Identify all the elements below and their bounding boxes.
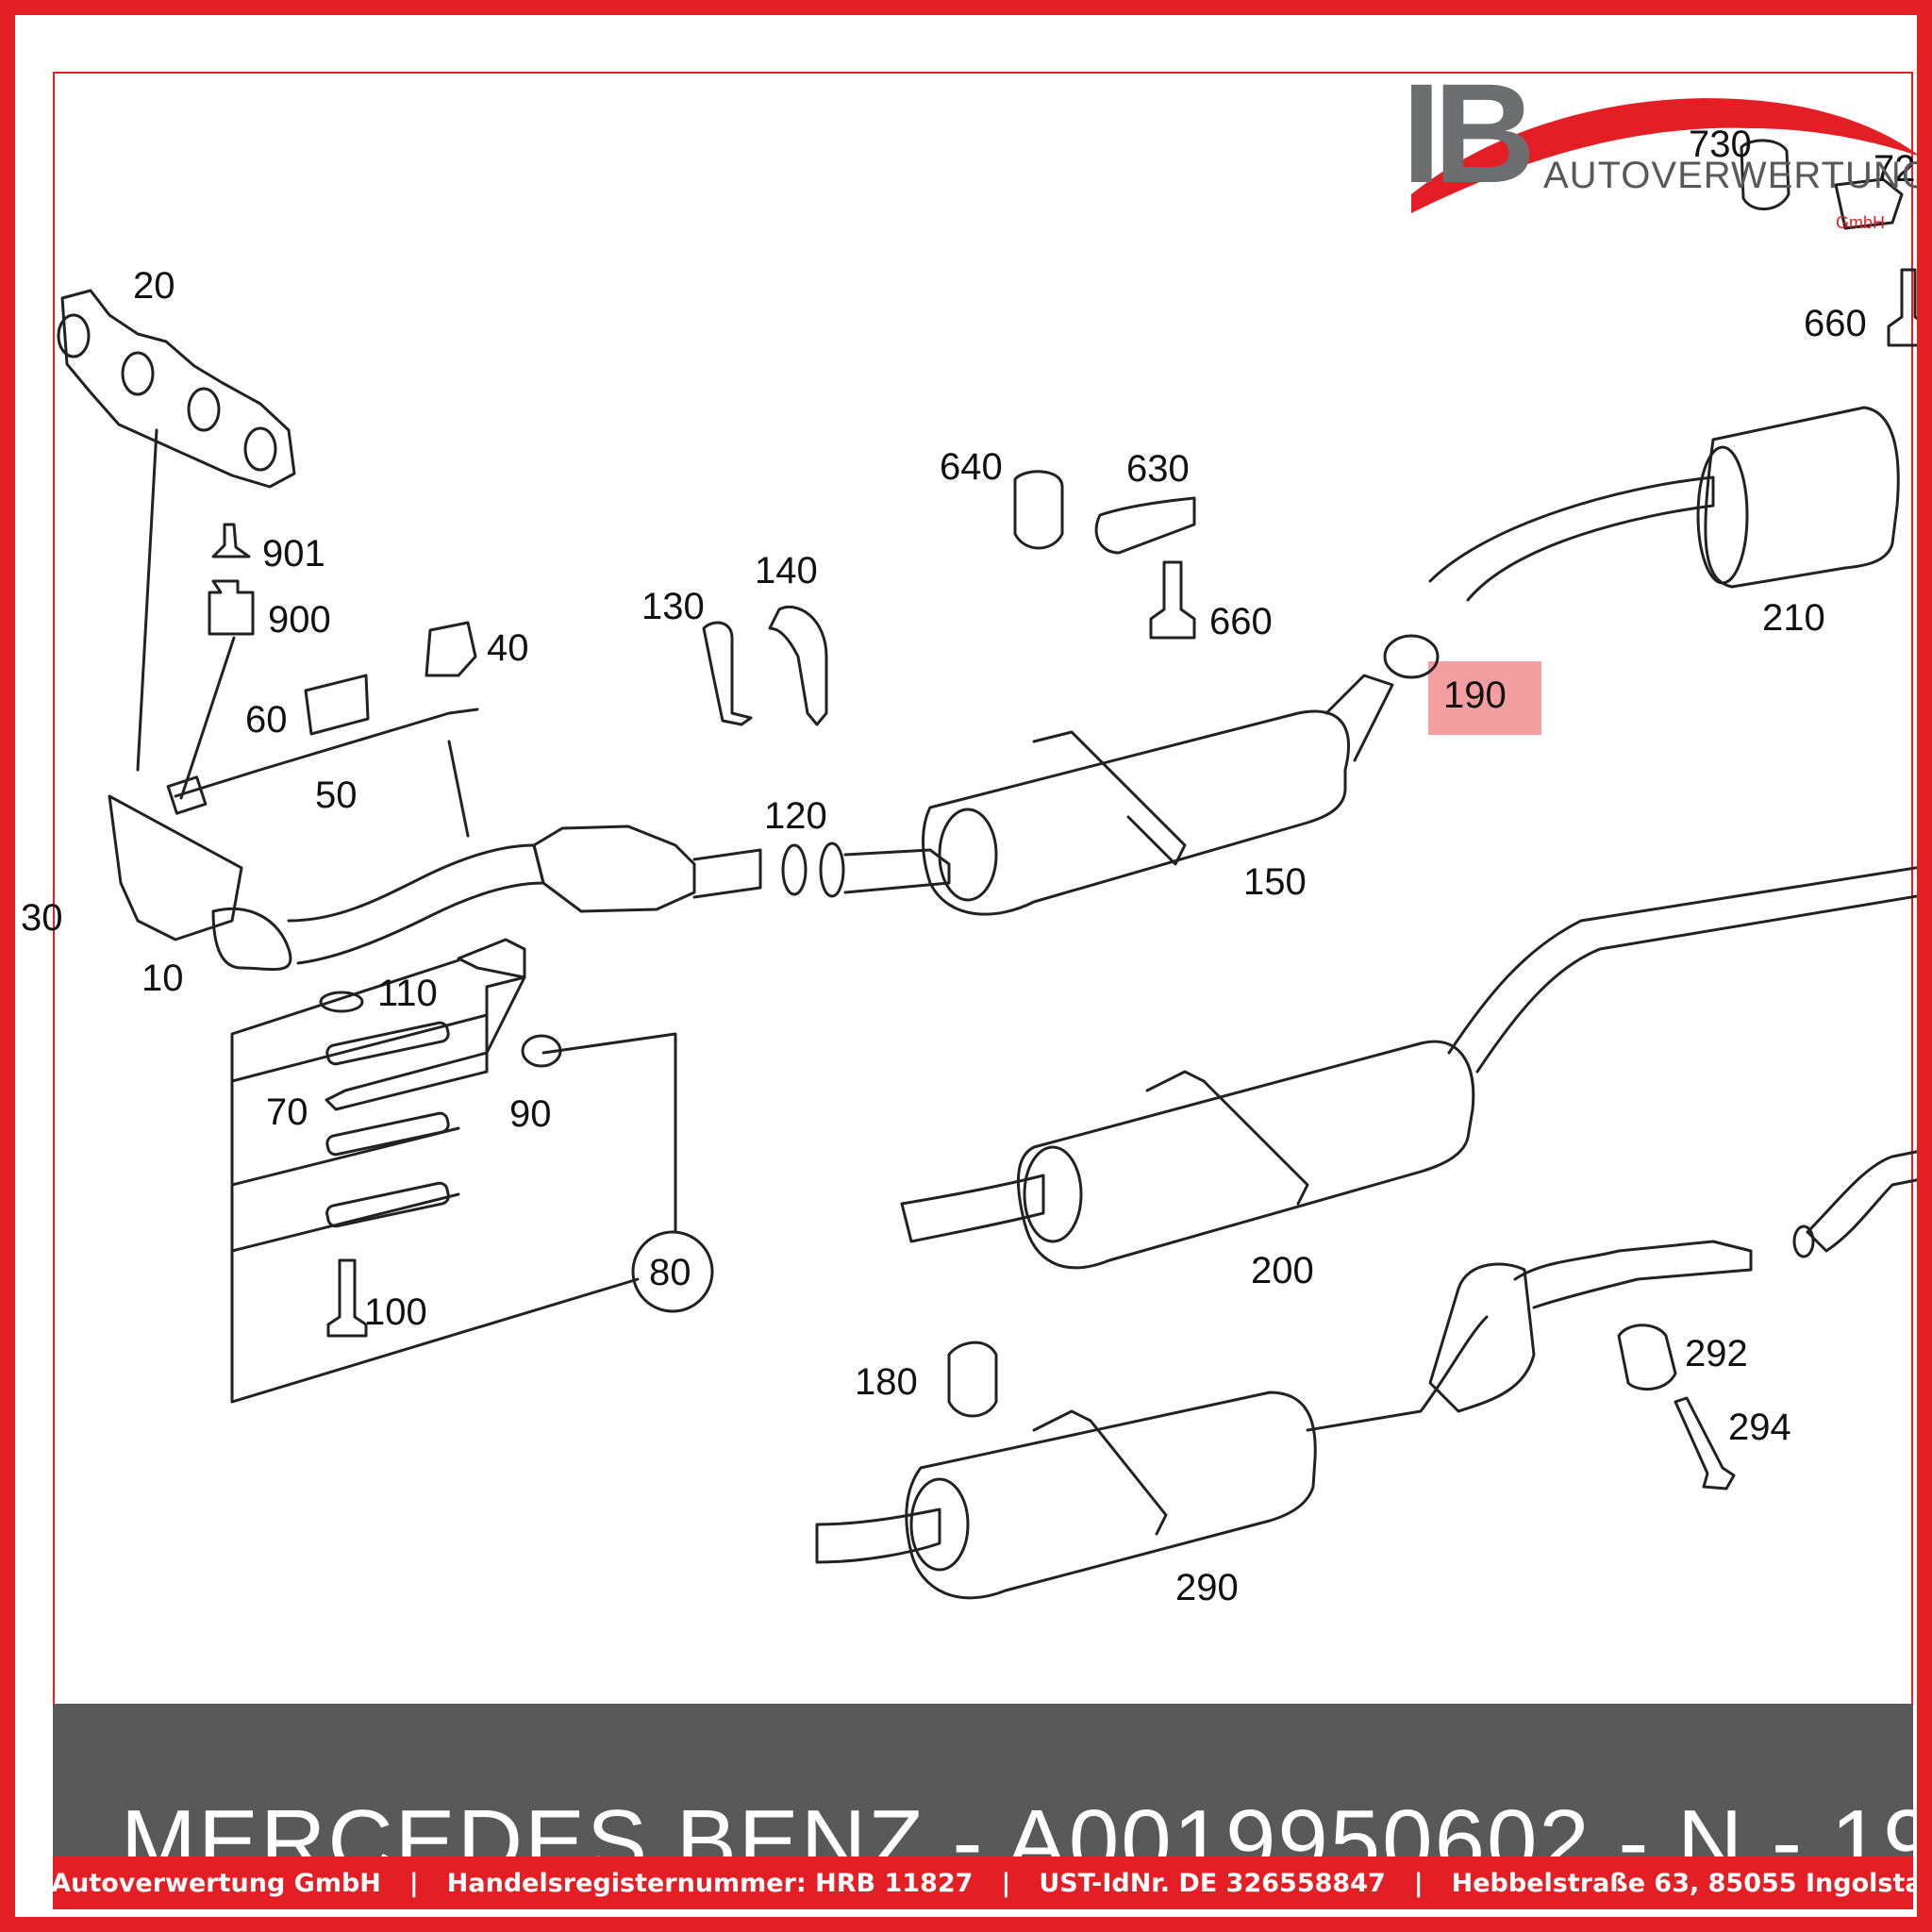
footer-register: Handelsregisternummer: HRB 11827 — [446, 1868, 974, 1898]
oxygen-sensor-50 — [174, 708, 479, 798]
clamp-190 — [1383, 634, 1440, 679]
label-part-290: 290 — [1175, 1567, 1239, 1608]
bracket-60 — [304, 674, 370, 736]
silencer-150 — [922, 709, 1350, 916]
label-part-130: 130 — [641, 586, 705, 627]
footer-vat: UST-IdNr. DE 326558847 — [1039, 1868, 1386, 1898]
label-part-70: 70 — [266, 1091, 308, 1133]
label-part-40: 40 — [487, 627, 529, 669]
strap-70 — [325, 975, 526, 1111]
label-part-120: 120 — [764, 795, 827, 837]
label-part-110: 110 — [377, 973, 438, 1014]
label-part-640: 640 — [940, 446, 1003, 488]
bolt-660 — [1149, 560, 1196, 640]
connector-900 — [208, 579, 255, 636]
rubber-mount-730 — [1740, 139, 1790, 210]
footer-address: Hebbelstraße 63, 85055 Ingolstadt — [1451, 1868, 1932, 1898]
bushing-292 — [1617, 1324, 1677, 1391]
label-part-20: 20 — [133, 265, 175, 307]
clip-40 — [425, 621, 477, 677]
manifold-10 — [108, 794, 243, 941]
label-part-660-top: 660 — [1804, 303, 1867, 344]
logo-name: AUTOVERWERTUNG — [1543, 155, 1932, 196]
exhaust-diagram: 20 901 900 40 60 50 30 10 110 70 90 80 1… — [21, 124, 1932, 1608]
label-part-80: 80 — [649, 1252, 691, 1293]
catalytic-converter — [532, 824, 696, 913]
label-part-292: 292 — [1685, 1333, 1748, 1374]
label-part-900: 900 — [268, 599, 331, 641]
label-part-190: 190 — [1443, 675, 1507, 716]
label-part-150: 150 — [1243, 861, 1307, 903]
bracket-130 — [702, 621, 753, 726]
footer-separator: | — [1413, 1868, 1424, 1898]
logo-suffix: GmbH — [1836, 213, 1886, 232]
hanger-720 — [1834, 177, 1904, 230]
ring-120 — [781, 843, 808, 896]
pipe-section — [1428, 1262, 1536, 1413]
label-part-200: 200 — [1251, 1250, 1314, 1291]
title-band: MERCEDES BENZ - A0019950602 - N - 190 — [53, 1704, 1913, 1862]
logo-mark: IB — [1402, 54, 1536, 212]
part-title: MERCEDES BENZ - A0019950602 - N - 190 — [121, 1791, 1913, 1862]
label-part-630: 630 — [1126, 448, 1190, 490]
label-part-50: 50 — [315, 774, 358, 816]
label-part-90: 90 — [509, 1093, 552, 1135]
rubber-mount-180 — [947, 1341, 998, 1418]
brand-logo: IB AUTOVERWERTUNG GmbH — [1392, 54, 1932, 251]
hanger-630 — [1094, 496, 1196, 555]
callout-80 — [631, 1230, 714, 1313]
footer-separator: | — [1001, 1868, 1011, 1898]
label-part-901: 901 — [262, 533, 325, 575]
footer-bar: IB Autoverwertung GmbH | Handelsregister… — [15, 1857, 1917, 1909]
bracket-110 — [457, 938, 526, 979]
label-part-210: 210 — [1762, 597, 1825, 639]
highlight-part-190 — [1428, 661, 1541, 735]
label-part-730: 730 — [1689, 124, 1752, 165]
silencer-200 — [1016, 1040, 1475, 1270]
label-part-30: 30 — [21, 897, 63, 939]
label-part-60: 60 — [245, 699, 288, 741]
bracket-140 — [768, 606, 828, 726]
bolt-100 — [326, 1258, 368, 1338]
label-part-100: 100 — [364, 1291, 427, 1333]
front-pipe — [287, 843, 545, 965]
label-part-10: 10 — [142, 958, 184, 999]
label-part-660: 660 — [1209, 601, 1273, 642]
silencer-290 — [905, 1391, 1317, 1600]
fitting-901 — [211, 523, 251, 558]
footer-company: IB Autoverwertung GmbH — [13, 1868, 381, 1898]
label-part-294: 294 — [1728, 1407, 1791, 1448]
bolt-660-top — [1887, 268, 1917, 347]
footer-separator: | — [408, 1868, 419, 1898]
label-part-180: 180 — [855, 1361, 918, 1403]
logo-swoosh — [1411, 98, 1917, 213]
rear-silencer-210 — [1704, 406, 1900, 589]
rubber-mount-640 — [1013, 470, 1064, 550]
bolt-294 — [1674, 1396, 1736, 1491]
parts-box-80 — [230, 958, 677, 1404]
label-part-140: 140 — [755, 550, 818, 591]
gasket-20 — [60, 289, 296, 489]
label-part-720: 720 — [1874, 148, 1932, 190]
